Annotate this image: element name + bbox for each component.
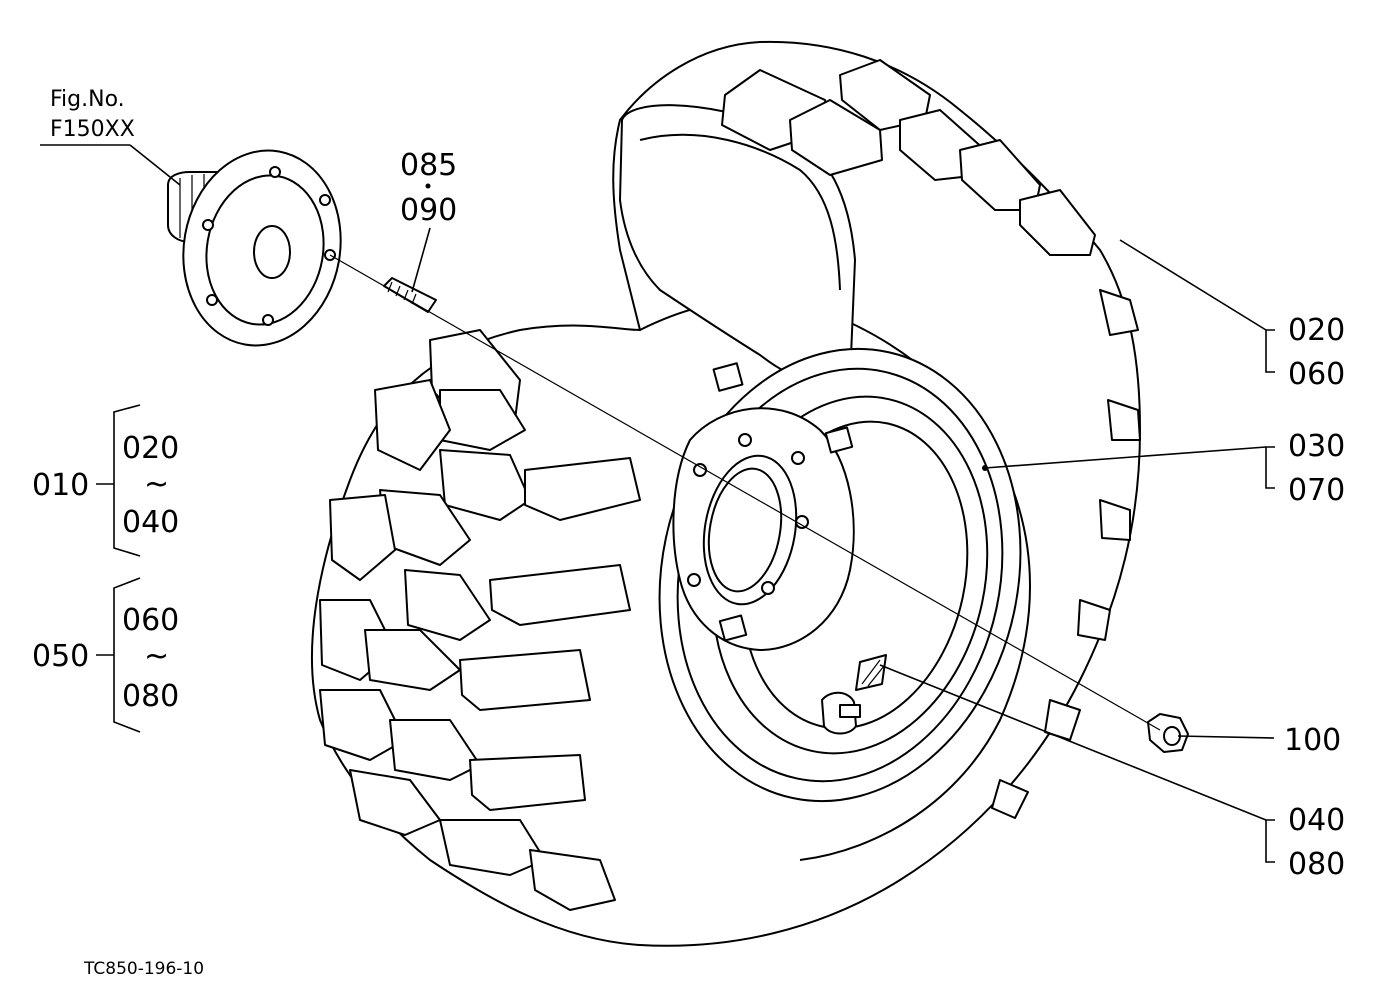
group-parent-010: 010 <box>32 468 89 503</box>
wheel-nut-illustration <box>1147 713 1189 753</box>
stud-bolt-illustration <box>383 277 437 313</box>
fig-no-label: Fig.No. <box>50 87 125 112</box>
callout-030: 030 <box>1288 429 1345 464</box>
callout-085: 085 <box>400 148 457 183</box>
callout-separator-dot <box>425 183 431 189</box>
leader-lines <box>40 144 1275 863</box>
callout-040: 040 <box>1288 803 1345 838</box>
group-to-040: 040 <box>122 505 179 540</box>
wheel-rim-illustration <box>658 347 1022 803</box>
axle-flange-illustration <box>167 149 342 347</box>
callout-070: 070 <box>1288 473 1345 508</box>
tire-window-inner <box>639 133 841 291</box>
group-from-060: 060 <box>122 603 179 638</box>
callout-090: 090 <box>400 193 457 228</box>
group-from-020: 020 <box>122 431 179 466</box>
fig-no-value: F150XX <box>50 117 135 142</box>
group-tilde: ~ <box>144 639 169 674</box>
group-parent-050: 050 <box>32 639 89 674</box>
hub-bore <box>702 454 798 606</box>
group-to-080: 080 <box>122 679 179 714</box>
callout-100: 100 <box>1284 723 1341 758</box>
callout-020: 020 <box>1288 313 1345 348</box>
drawing-code: TC850-196-10 <box>83 959 204 979</box>
callout-060: 060 <box>1288 357 1345 392</box>
callout-080: 080 <box>1288 847 1345 882</box>
group-tilde: ~ <box>144 467 169 502</box>
